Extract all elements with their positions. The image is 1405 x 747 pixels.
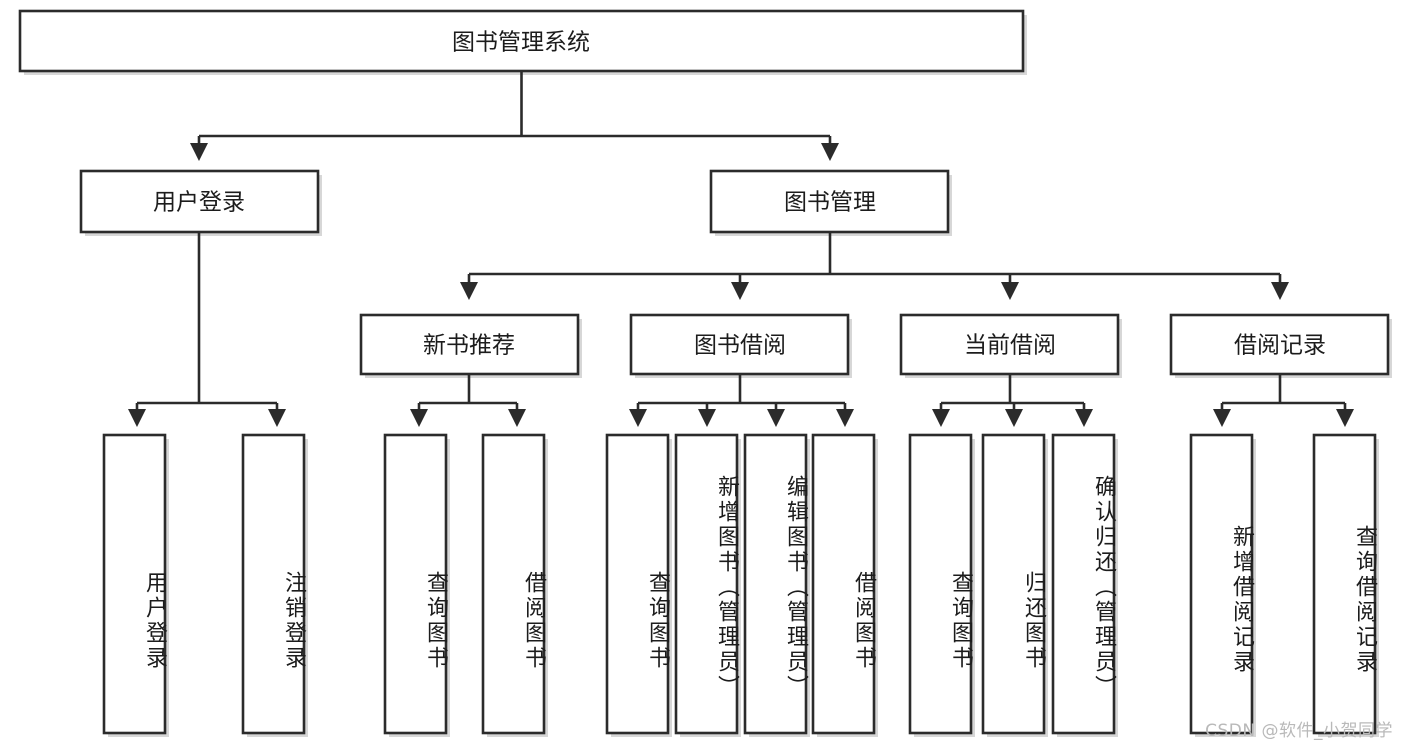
node-new-book-recommend-label: 新书推荐 xyxy=(423,333,515,359)
leaf-book-borrow-3[interactable] xyxy=(811,433,876,735)
node-root[interactable] xyxy=(18,9,1025,73)
node-book-management[interactable] xyxy=(709,169,950,234)
node-labels: 图书管理系统 用户登录 图书管理 新书推荐 图书借阅 当前借阅 借阅记录 xyxy=(153,30,1326,359)
leaf-current-borrow-2[interactable] xyxy=(1051,433,1116,735)
leaf-borrow-record-0[interactable] xyxy=(1189,433,1254,735)
leaf-user-login-0[interactable] xyxy=(102,433,167,735)
leaf-book-borrow-1[interactable] xyxy=(674,433,739,735)
node-book-management-label: 图书管理 xyxy=(784,190,876,216)
node-borrow-record[interactable] xyxy=(1169,313,1390,376)
node-user-login[interactable] xyxy=(79,169,320,234)
leaf-current-borrow-1[interactable] xyxy=(981,433,1046,735)
leaf-new-book-0[interactable] xyxy=(383,433,448,735)
leaf-current-borrow-0[interactable] xyxy=(908,433,973,735)
leaf-borrow-record-1[interactable] xyxy=(1312,433,1377,735)
node-boxes xyxy=(18,9,1390,735)
node-current-borrow-label: 当前借阅 xyxy=(964,333,1056,359)
node-current-borrow[interactable] xyxy=(899,313,1120,376)
connector-lines xyxy=(127,71,1355,428)
leaf-book-borrow-2[interactable] xyxy=(743,433,808,735)
node-new-book-recommend[interactable] xyxy=(359,313,580,376)
node-book-borrow[interactable] xyxy=(629,313,850,376)
node-book-borrow-label: 图书借阅 xyxy=(694,333,786,359)
leaf-new-book-1[interactable] xyxy=(481,433,546,735)
leaf-book-borrow-0[interactable] xyxy=(605,433,670,735)
csdn-watermark: CSDN @软件_小贺同学 xyxy=(1205,721,1393,741)
node-borrow-record-label: 借阅记录 xyxy=(1234,333,1326,359)
node-user-login-label: 用户登录 xyxy=(153,190,245,216)
leaf-user-login-1[interactable] xyxy=(241,433,306,735)
node-root-label: 图书管理系统 xyxy=(452,30,590,56)
